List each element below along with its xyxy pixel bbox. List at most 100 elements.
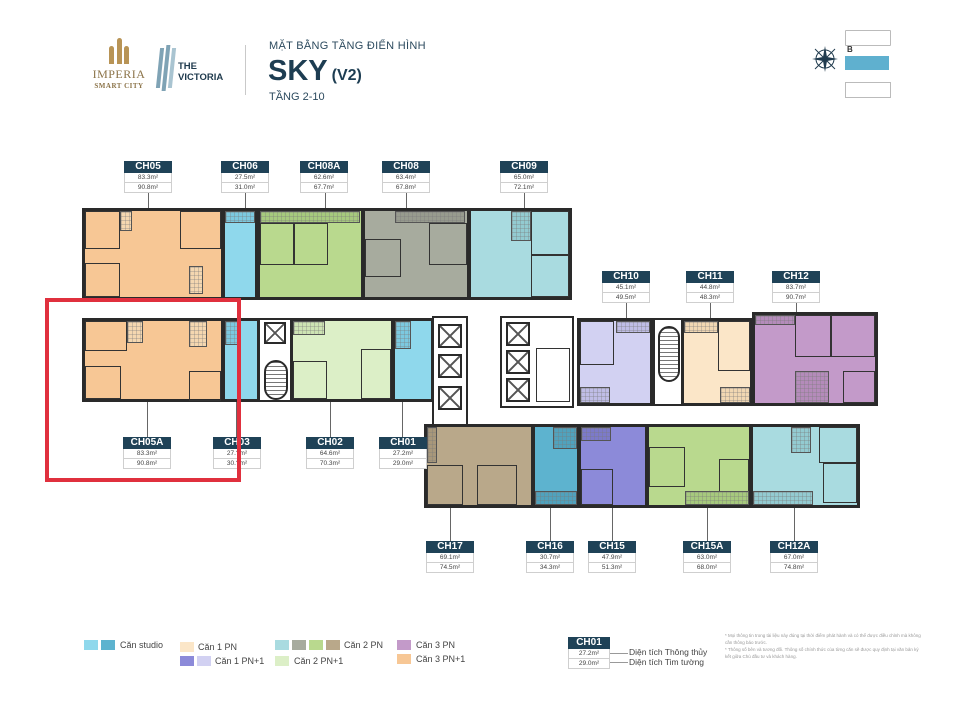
leader-line bbox=[236, 402, 237, 438]
unit-ch15[interactable] bbox=[578, 424, 648, 508]
bedroom bbox=[260, 223, 294, 265]
leader-line bbox=[245, 188, 246, 208]
swatch-two-bed-d bbox=[326, 640, 340, 650]
gross-area: 68.0m² bbox=[683, 563, 731, 573]
bedroom bbox=[531, 211, 569, 255]
net-area-caption: Diện tích Thông thủy bbox=[629, 647, 708, 657]
legend-three-bed-plus: Căn 3 PN+1 bbox=[416, 654, 466, 664]
swatch-studio-light bbox=[84, 640, 98, 650]
bedroom bbox=[649, 447, 685, 487]
balcony bbox=[260, 211, 360, 223]
unit-ch05[interactable] bbox=[82, 208, 224, 300]
unit-code: CH02 bbox=[306, 437, 354, 449]
net-area: 83.3m² bbox=[123, 449, 171, 459]
unit-ch17[interactable] bbox=[424, 424, 534, 508]
victoria-bars-icon bbox=[155, 45, 178, 91]
unit-ch02[interactable] bbox=[290, 318, 394, 402]
elevator bbox=[438, 324, 462, 348]
balcony bbox=[225, 211, 255, 223]
gross-area: 90.8m² bbox=[123, 459, 171, 469]
unit-ch05a[interactable] bbox=[82, 318, 224, 402]
victoria-line1: THE bbox=[178, 61, 197, 72]
imperia-subtitle: SMART CITY bbox=[94, 82, 144, 90]
compass-icon bbox=[812, 46, 838, 72]
unit-ch06[interactable] bbox=[222, 208, 258, 300]
unit-ch09[interactable] bbox=[468, 208, 572, 300]
net-area: 63.4m² bbox=[382, 173, 430, 183]
bedroom bbox=[843, 371, 875, 403]
bedroom bbox=[718, 321, 750, 371]
net-area: 69.1m² bbox=[426, 553, 474, 563]
net-area: 45.1m² bbox=[602, 283, 650, 293]
unit-ch08[interactable] bbox=[362, 208, 470, 300]
technical-room bbox=[536, 348, 570, 402]
legend-two-bed-plus: Căn 2 PN+1 bbox=[294, 656, 344, 666]
imperia-logo: IMPERIA SMART CITY bbox=[86, 38, 152, 90]
legend-studio: Căn studio bbox=[120, 640, 164, 650]
unit-ch11[interactable] bbox=[681, 318, 753, 406]
elevator bbox=[506, 378, 530, 402]
unit-code: CH06 bbox=[221, 161, 269, 173]
leader-line bbox=[325, 188, 326, 208]
elevator bbox=[506, 322, 530, 346]
net-area: 83.7m² bbox=[772, 283, 820, 293]
swatch-two-bed-b bbox=[292, 640, 306, 650]
swatch-two-bed-c bbox=[309, 640, 323, 650]
balcony bbox=[685, 491, 749, 505]
swatch-one-bed-plus-dark bbox=[180, 656, 194, 666]
unit-ch08a[interactable] bbox=[257, 208, 364, 300]
stair-core-east bbox=[653, 318, 683, 406]
gross-area: 49.5m² bbox=[602, 293, 650, 303]
legend-one-bed-plus: Căn 1 PN+1 bbox=[215, 656, 265, 666]
net-area: 44.8m² bbox=[686, 283, 734, 293]
swatch-three-bed-plus bbox=[397, 654, 411, 664]
highlight-box bbox=[45, 298, 241, 482]
gross-area: 31.0m² bbox=[221, 183, 269, 193]
title-text: SKY bbox=[268, 55, 328, 87]
unit-ch01[interactable] bbox=[392, 318, 434, 402]
swatch-one-bed-plus-light bbox=[197, 656, 211, 666]
bedroom bbox=[531, 255, 569, 297]
swatch-one-bed bbox=[180, 642, 194, 652]
bedroom bbox=[580, 321, 614, 365]
imperia-name: IMPERIA bbox=[92, 67, 146, 81]
bathroom bbox=[395, 321, 411, 349]
keyplan-lower bbox=[845, 82, 891, 98]
unit-ch15a[interactable] bbox=[646, 424, 752, 508]
shaft bbox=[264, 322, 286, 344]
leader-line bbox=[148, 188, 149, 208]
gross-area: 67.8m² bbox=[382, 183, 430, 193]
balcony bbox=[753, 491, 813, 505]
unit-ch10[interactable] bbox=[577, 318, 653, 406]
unit-ch12[interactable] bbox=[752, 312, 878, 406]
gross-area: 74.8m² bbox=[770, 563, 818, 573]
unit-code: CH08 bbox=[382, 161, 430, 173]
unit-code: CH15A bbox=[683, 541, 731, 553]
bedroom bbox=[581, 469, 613, 505]
disclaimer-notes: * Mọi thông tin trong tài liệu này đúng … bbox=[725, 632, 925, 660]
bathroom bbox=[189, 266, 203, 294]
net-area: 62.6m² bbox=[300, 173, 348, 183]
net-area: 65.0m² bbox=[500, 173, 548, 183]
swatch-two-bed-plus bbox=[275, 656, 289, 666]
leader-line bbox=[402, 402, 403, 438]
net-area: 63.0m² bbox=[683, 553, 731, 563]
bathroom bbox=[720, 387, 750, 403]
gross-area: 67.7m² bbox=[300, 183, 348, 193]
swatch-three-bed bbox=[397, 640, 411, 650]
leader-line bbox=[524, 188, 525, 208]
leader-line bbox=[796, 298, 797, 312]
staircase bbox=[658, 326, 680, 382]
unit-ch16[interactable] bbox=[532, 424, 580, 508]
floor-range: TẦNG 2-10 bbox=[269, 91, 325, 103]
elevator bbox=[506, 350, 530, 374]
unit-ch12a[interactable] bbox=[750, 424, 860, 508]
